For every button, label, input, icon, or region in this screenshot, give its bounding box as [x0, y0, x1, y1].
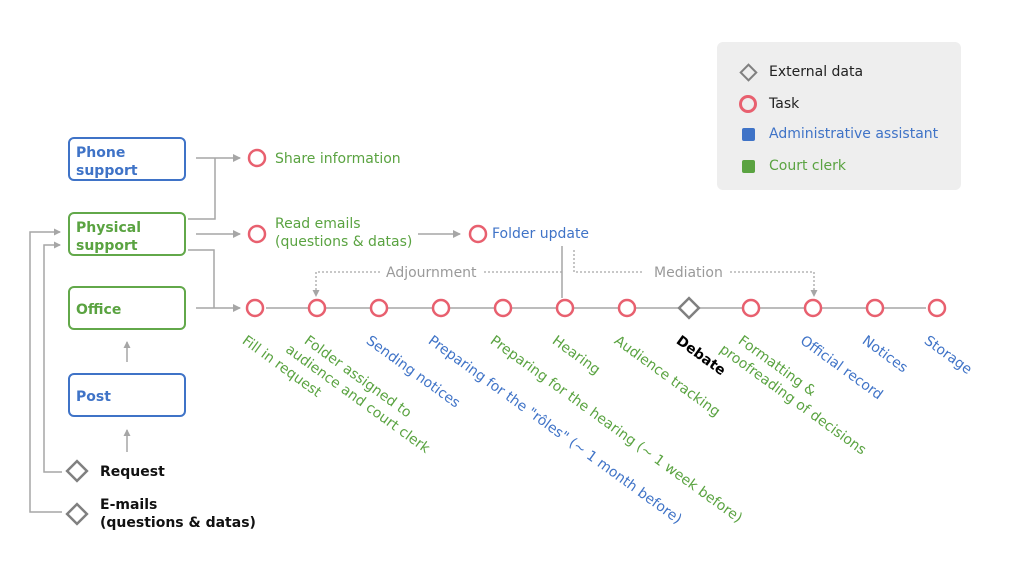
emails-label-line: (questions & datas) [100, 515, 256, 531]
task-label-line: Read emails [275, 216, 361, 232]
legend-item-clerk: Court clerk [737, 156, 846, 176]
task-read-emails-label: Read emails (questions & datas) [275, 215, 412, 251]
adjournment-label: Adjournment [386, 265, 477, 281]
box-label: Office [76, 302, 122, 318]
task-share-label: Share information [275, 151, 401, 167]
task-folder-update-label: Folder update [492, 226, 590, 242]
timeline-task-node [307, 298, 327, 318]
box-label: support [76, 238, 138, 254]
mediation-label: Mediation [654, 265, 723, 281]
mediation-loop-right [730, 271, 818, 297]
legend-label: Court clerk [769, 158, 846, 174]
timeline-node-debate [677, 296, 701, 320]
timeline-task-node [555, 298, 575, 318]
timeline-task-node [431, 298, 451, 318]
adjournment-loop-left [312, 271, 380, 297]
box-label: Phone [76, 145, 126, 161]
legend-label: External data [769, 64, 864, 80]
legend: External data Task Administrative assist… [717, 42, 961, 190]
phone-support-box: Phone support [68, 137, 186, 181]
connector-request-physical [43, 241, 62, 473]
mediation-loop-left [573, 250, 644, 273]
connector-emails-physical [29, 228, 62, 513]
square-icon [741, 159, 755, 173]
box-label: Physical [76, 220, 142, 236]
timeline-task-node [865, 298, 885, 318]
task-folder-update-circle [468, 224, 488, 244]
office-box: Office [68, 286, 186, 330]
box-label: Post [76, 389, 111, 405]
connector-physical-timeline [188, 249, 215, 308]
circle-icon [739, 95, 757, 113]
legend-item-assistant: Administrative assistant [737, 124, 938, 144]
timeline-task-node [617, 298, 637, 318]
legend-item-task: Task [737, 94, 799, 114]
request-label: Request [100, 464, 165, 480]
timeline-task-node [803, 298, 823, 318]
square-icon [741, 127, 755, 141]
post-box: Post [68, 373, 186, 417]
physical-support-box: Physical support [68, 212, 186, 256]
timeline-task-node [927, 298, 947, 318]
emails-label: E-mails (questions & datas) [100, 496, 256, 532]
emails-diamond [65, 502, 89, 526]
timeline-task-node [741, 298, 761, 318]
timeline-task-node [369, 298, 389, 318]
diamond-icon [738, 62, 758, 82]
emails-label-line: E-mails [100, 497, 158, 513]
legend-label: Administrative assistant [769, 126, 939, 142]
task-read-emails-circle [247, 224, 267, 244]
timeline-task-node [493, 298, 513, 318]
timeline-task-node [245, 298, 265, 318]
task-share-circle [247, 148, 267, 168]
box-label: support [76, 163, 138, 179]
legend-item-external: External data [737, 62, 863, 82]
task-label-line: (questions & datas) [275, 234, 413, 250]
request-diamond [65, 459, 89, 483]
legend-label: Task [769, 96, 800, 112]
connector-physical-share [188, 158, 216, 220]
